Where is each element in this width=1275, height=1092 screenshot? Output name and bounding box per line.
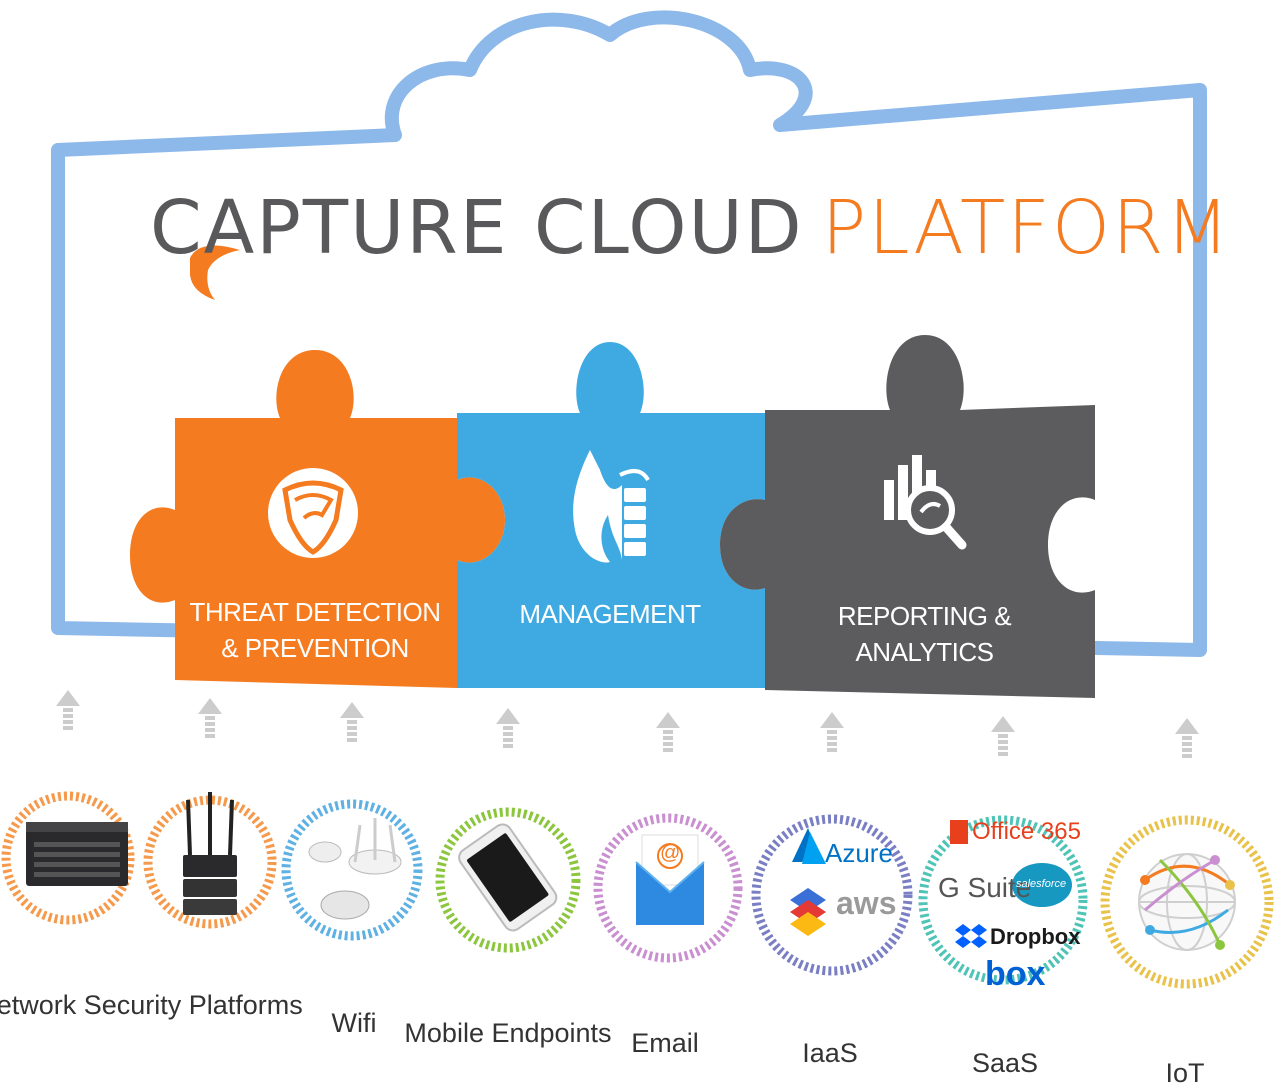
- office365-logo-text: Office 365: [972, 818, 1081, 845]
- circle-wifi: [281, 799, 423, 941]
- threat-label: THREAT DETECTION & PREVENTION: [185, 594, 445, 666]
- label-wifi: Wifi: [331, 1008, 377, 1038]
- threat-label-line1: THREAT DETECTION: [189, 597, 441, 627]
- up-arrow-icon: [991, 716, 1015, 756]
- circle-iaas: [751, 814, 913, 976]
- dropbox-logo-icon: [955, 924, 987, 948]
- appliance-rack-icon: [26, 822, 128, 886]
- source-circles: [1, 791, 1274, 989]
- gsuite-logo-text: G Suite: [938, 872, 1032, 903]
- label-iot: IoT: [1165, 1058, 1205, 1088]
- circle-network-security-1: [1, 791, 135, 925]
- management-label: MANAGEMENT: [519, 599, 701, 629]
- email-at-symbol: @: [660, 842, 681, 864]
- dropbox-logo-text: Dropbox: [990, 924, 1081, 949]
- up-arrow-icon: [1175, 718, 1199, 758]
- upload-arrows: [56, 690, 1199, 758]
- label-network-security: Network Security Platforms: [0, 990, 303, 1020]
- capture-swoosh-icon: [190, 245, 240, 300]
- title-platform: PLATFORM: [821, 185, 1232, 271]
- aws-logo-text: aws: [836, 885, 897, 921]
- up-arrow-icon: [656, 712, 680, 752]
- access-point-icon: [308, 818, 402, 920]
- shield-icon: [268, 468, 358, 558]
- azure-logo-icon: [792, 828, 826, 864]
- circle-network-security-2: [143, 795, 277, 929]
- label-iaas: IaaS: [802, 1038, 858, 1068]
- analytics-magnifier-icon: [884, 455, 967, 550]
- circle-email: [593, 813, 743, 963]
- circle-mobile: [435, 807, 581, 953]
- azure-logo-text: Azure: [825, 838, 893, 868]
- envelope-icon: [635, 834, 705, 925]
- threat-label-line2: & PREVENTION: [221, 633, 409, 663]
- globe-network-icon: [1138, 853, 1236, 951]
- office365-logo-icon: [950, 820, 968, 844]
- label-saas: SaaS: [971, 1048, 1039, 1078]
- circle-saas: [918, 815, 1088, 985]
- up-arrow-icon: [340, 702, 364, 742]
- cloud-outline: [51, 10, 1207, 657]
- up-arrow-icon: [56, 690, 80, 730]
- up-arrow-icon: [496, 708, 520, 748]
- stack-logo-icon: [790, 888, 826, 936]
- firewall-antenna-icon: [183, 792, 237, 915]
- salesforce-logo-text: salesforce: [1016, 878, 1067, 890]
- salesforce-logo-icon: [1012, 863, 1072, 907]
- up-arrow-icon: [198, 698, 222, 738]
- circle-iot: [1100, 815, 1274, 989]
- label-mobile-endpoints: Mobile Endpoints: [404, 1018, 612, 1048]
- firewall-flame-icon: [573, 450, 650, 563]
- box-logo-text: box: [985, 955, 1046, 993]
- smartphone-icon: [458, 823, 558, 932]
- reporting-label: REPORTING & ANALYTICS: [837, 601, 1012, 667]
- up-arrow-icon: [820, 712, 844, 752]
- label-email: Email: [631, 1028, 699, 1058]
- title-capture-cloud: CAPTURE CLOUD: [150, 185, 804, 271]
